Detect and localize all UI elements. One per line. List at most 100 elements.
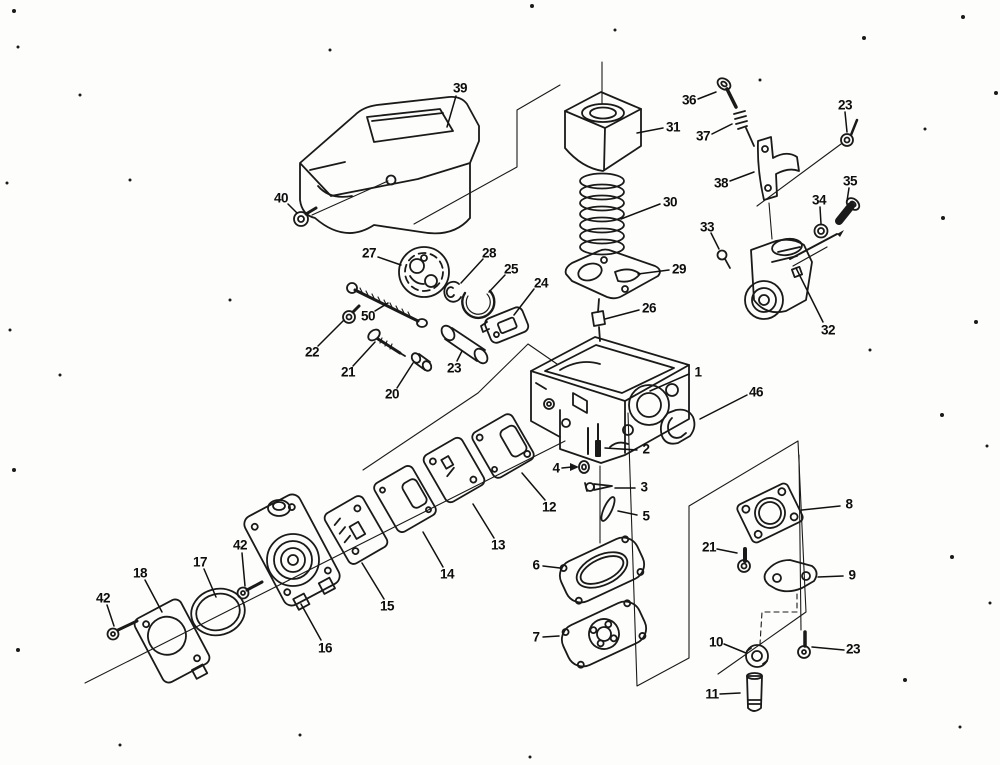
part-callout-5: 5 xyxy=(642,509,650,524)
grommet-4 xyxy=(570,460,590,474)
part-callout-17: 17 xyxy=(193,555,207,570)
part-callout-36: 36 xyxy=(682,93,697,108)
leader-line-8 xyxy=(801,505,841,511)
part-callout-23: 23 xyxy=(846,642,861,657)
leader-line-9 xyxy=(817,575,844,578)
part-callout-26: 26 xyxy=(642,301,657,316)
leader-line-20 xyxy=(396,362,414,389)
part-callout-46: 46 xyxy=(749,385,764,400)
part-callout-25: 25 xyxy=(504,262,519,277)
bracket-screw-23 xyxy=(797,630,811,659)
part-callout-34: 34 xyxy=(812,193,827,208)
part-callout-42: 42 xyxy=(233,538,247,553)
leader-line-14 xyxy=(422,531,444,568)
leader-line-12 xyxy=(521,472,546,501)
cover-screw-40 xyxy=(293,206,318,227)
construction-lines xyxy=(84,61,842,687)
part-callout-33: 33 xyxy=(700,220,715,235)
part-callout-4: 4 xyxy=(552,461,560,476)
leader-line-4 xyxy=(561,466,573,469)
ferrule-20 xyxy=(410,352,433,372)
seal-ring-17 xyxy=(190,587,246,637)
flange-plate-8 xyxy=(736,482,804,544)
mixing-tube-23 xyxy=(440,324,489,365)
leader-line-35 xyxy=(846,187,850,202)
part-callout-40: 40 xyxy=(274,191,288,206)
part-callout-9: 9 xyxy=(848,568,855,583)
link-spring-37 xyxy=(733,110,755,147)
retainer-ring-25 xyxy=(461,289,496,320)
part-callout-28: 28 xyxy=(482,246,497,261)
part-callout-35: 35 xyxy=(843,174,858,189)
leader-line-42 xyxy=(106,604,115,627)
leader-line-40 xyxy=(287,203,298,214)
part-callout-1: 1 xyxy=(694,365,702,380)
diaphragm-plate-13 xyxy=(422,436,486,504)
part-callout-38: 38 xyxy=(714,176,729,191)
part-callout-23: 23 xyxy=(447,361,462,376)
part-callout-10: 10 xyxy=(709,635,723,650)
part-callout-3: 3 xyxy=(640,480,648,495)
leader-line-15 xyxy=(361,562,385,600)
washer-34 xyxy=(813,223,829,239)
part-callout-2: 2 xyxy=(642,442,649,457)
part-callout-6: 6 xyxy=(532,558,540,573)
part-callout-39: 39 xyxy=(453,81,467,96)
pump-valve-24 xyxy=(480,306,530,344)
hex-plug-31 xyxy=(564,91,642,172)
pump-gasket-6 xyxy=(559,535,645,605)
leader-line-10 xyxy=(723,643,747,654)
leader-line-30 xyxy=(620,203,661,220)
leader-line-23 xyxy=(811,646,845,651)
leader-line-22 xyxy=(317,319,345,347)
link-screw-36 xyxy=(716,77,738,109)
leader-line-7 xyxy=(542,635,560,638)
c-washer-28 xyxy=(443,280,462,303)
part-callout-21: 21 xyxy=(341,365,356,380)
part-callout-20: 20 xyxy=(385,387,399,402)
part-callout-13: 13 xyxy=(491,538,506,553)
leader-line-21 xyxy=(352,341,376,367)
choke-bracket-38 xyxy=(756,136,800,201)
leader-line-31 xyxy=(636,127,664,134)
leader-line-37 xyxy=(711,123,733,135)
leader-line-39 xyxy=(446,95,457,128)
part-callout-32: 32 xyxy=(821,323,835,338)
leader-line-5 xyxy=(617,510,638,516)
part-callout-7: 7 xyxy=(532,630,539,645)
part-callout-14: 14 xyxy=(440,567,455,582)
gasket-plate-12 xyxy=(471,413,535,479)
mounting-plate-18 xyxy=(133,598,211,684)
leader-line-1 xyxy=(649,373,690,392)
leader-line-46 xyxy=(699,394,748,420)
part-callout-18: 18 xyxy=(133,566,148,581)
spring-30 xyxy=(579,172,625,256)
idle-needle-32 xyxy=(789,230,844,267)
scan-noise xyxy=(5,4,998,759)
throttle-shaft-assembly xyxy=(744,237,813,320)
leader-line-32 xyxy=(795,267,824,323)
leader-line-21 xyxy=(716,548,738,554)
air-cleaner-cover xyxy=(299,95,480,235)
metering-diaphragm-7 xyxy=(561,599,647,669)
part-callout-37: 37 xyxy=(696,129,710,144)
leader-line-13 xyxy=(472,503,495,539)
part-callout-21: 21 xyxy=(702,540,717,555)
part-callout-50: 50 xyxy=(361,309,375,324)
diaphragm-plate-15 xyxy=(323,495,389,565)
leader-line-34 xyxy=(819,206,822,225)
screw-21 xyxy=(367,328,406,357)
leader-line-36 xyxy=(697,91,717,100)
part-callout-8: 8 xyxy=(845,497,853,512)
leader-line-28 xyxy=(460,258,484,284)
part-callout-31: 31 xyxy=(666,120,681,135)
part-callout-29: 29 xyxy=(672,262,686,277)
eyelet-screw-23 xyxy=(840,118,859,147)
welch-pins-2 xyxy=(587,423,601,457)
shaft-clip-33 xyxy=(716,249,731,269)
leader-line-25 xyxy=(488,274,506,293)
inlet-needle-3 xyxy=(584,482,613,492)
needle-spring-5 xyxy=(600,496,616,522)
